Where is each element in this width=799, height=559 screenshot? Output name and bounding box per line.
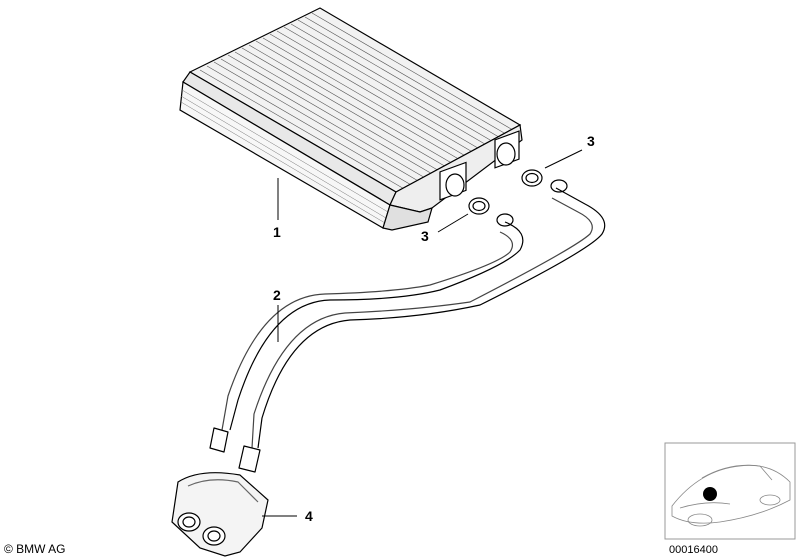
leader-lines [262,149,583,517]
location-marker [703,487,717,501]
coolant-pipes[interactable] [209,179,606,473]
callout-2: 2 [273,287,281,303]
o-ring-seal-lower[interactable] [468,197,490,215]
callout-1: 1 [273,224,281,240]
copyright-text: © BMW AG [4,542,66,556]
o-ring-seal-upper[interactable] [521,169,543,187]
callout-3-upper: 3 [587,133,595,149]
callout-3-lower: 3 [421,228,429,244]
reference-number: 00016400 [669,544,718,556]
vehicle-thumbnail [664,442,796,540]
heater-core[interactable] [179,7,523,231]
callout-4: 4 [305,508,313,524]
pipe-grommet[interactable] [171,472,269,557]
